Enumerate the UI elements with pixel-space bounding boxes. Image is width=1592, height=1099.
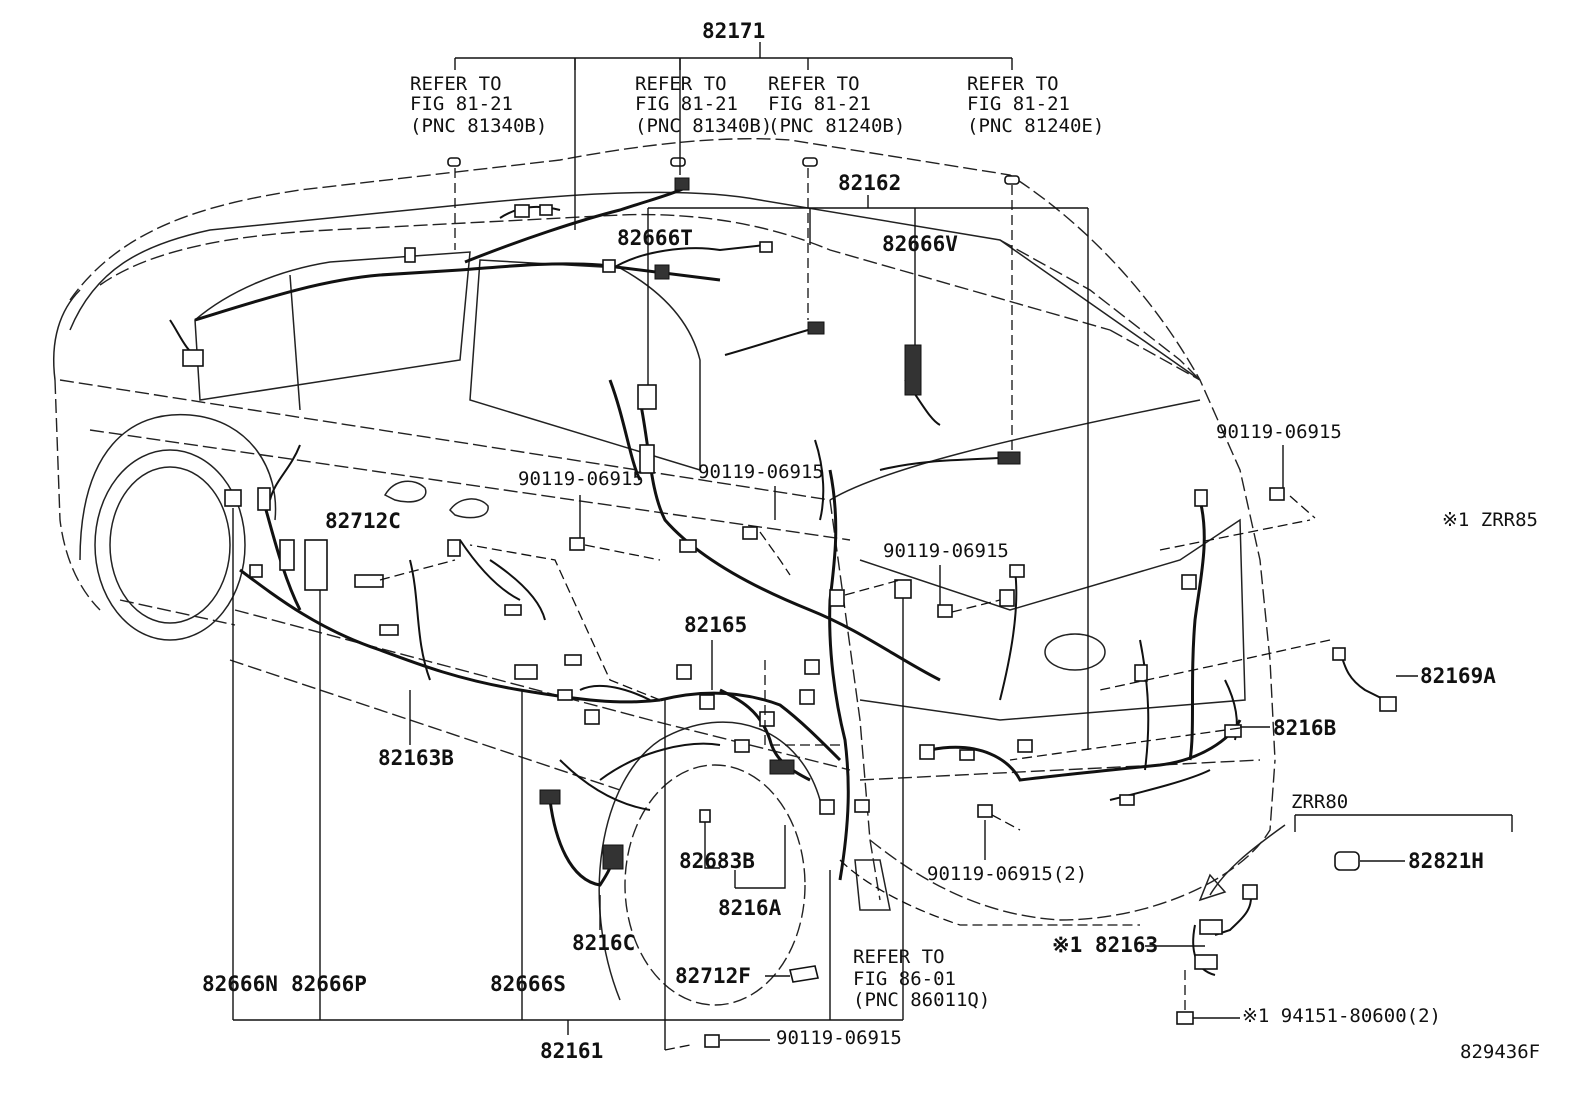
ref-note-5: REFER TO FIG 86-01 (PNC 86011Q) <box>853 946 990 1011</box>
svg-text:FIG 86-01: FIG 86-01 <box>853 968 956 990</box>
part-label-82712F: 82712F <box>675 964 751 988</box>
part-label-82683B: 82683B <box>679 849 755 873</box>
ref-note-1: REFER TO FIG 81-21 (PNC 81340B) <box>410 73 547 137</box>
part-label-8216C: 8216C <box>572 931 635 955</box>
part-label-82163: ※1 82163 <box>1052 933 1158 957</box>
svg-text:REFER TO: REFER TO <box>410 73 502 95</box>
svg-text:(PNC 81240E): (PNC 81240E) <box>967 115 1104 137</box>
bolt-label-b: 90119-06915 <box>698 461 824 483</box>
part-label-82162: 82162 <box>838 171 901 195</box>
wire-harnesses <box>169 186 1386 976</box>
bolt-label-c: 90119-06915 <box>883 540 1009 562</box>
bolt-label-e: 90119-06915(2) <box>927 863 1087 885</box>
part-label-82666V: 82666V <box>882 232 958 256</box>
svg-text:FIG 81-21: FIG 81-21 <box>410 93 513 115</box>
svg-text:(PNC 86011Q): (PNC 86011Q) <box>853 989 990 1011</box>
svg-text:(PNC 81340B): (PNC 81340B) <box>635 115 772 137</box>
part-labels: 82171 REFER TO FIG 81-21 (PNC 81340B) RE… <box>202 19 1540 1063</box>
svg-text:REFER TO: REFER TO <box>768 73 860 95</box>
svg-text:(PNC 81240B): (PNC 81240B) <box>768 115 905 137</box>
svg-text:FIG 81-21: FIG 81-21 <box>635 93 738 115</box>
part-label-82821H: 82821H <box>1408 849 1484 873</box>
ref-note-2: REFER TO FIG 81-21 (PNC 81340B) <box>635 73 772 137</box>
part-label-82666P: 82666P <box>291 972 367 996</box>
callout-lines <box>232 42 1513 1051</box>
ref-note-4: REFER TO FIG 81-21 (PNC 81240E) <box>967 73 1104 137</box>
part-label-82165: 82165 <box>684 613 747 637</box>
bolt-label-f: 90119-06915 <box>776 1027 902 1049</box>
svg-text:REFER TO: REFER TO <box>853 946 945 968</box>
part-label-82666S: 82666S <box>490 972 566 996</box>
part-label-8216A: 8216A <box>718 896 782 920</box>
part-label-82161: 82161 <box>540 1039 603 1063</box>
svg-text:REFER TO: REFER TO <box>635 73 727 95</box>
figure-code: 829436F <box>1460 1041 1540 1063</box>
part-label-82169A: 82169A <box>1420 664 1496 688</box>
svg-text:FIG 81-21: FIG 81-21 <box>967 93 1070 115</box>
vehicle-body-outline <box>52 138 1276 1006</box>
part-label-82171: 82171 <box>702 19 765 43</box>
variant-label-zrr80: ZRR80 <box>1291 791 1348 813</box>
svg-text:(PNC 81340B): (PNC 81340B) <box>410 115 547 137</box>
svg-text:REFER TO: REFER TO <box>967 73 1059 95</box>
part-label-82666N: 82666N <box>202 972 278 996</box>
svg-text:FIG 81-21: FIG 81-21 <box>768 93 871 115</box>
bolt-label-a: 90119-06915 <box>518 468 644 490</box>
part-label-8216B: 8216B <box>1273 716 1336 740</box>
part-label-82666T: 82666T <box>617 226 693 250</box>
part-label-94151: ※1 94151-80600(2) <box>1242 1005 1441 1027</box>
part-label-82712C: 82712C <box>325 509 401 533</box>
bolt-label-d: 90119-06915 <box>1216 421 1342 443</box>
variant-note-zrr85: ※1 ZRR85 <box>1442 509 1538 531</box>
part-label-82163B: 82163B <box>378 746 454 770</box>
connectors <box>182 157 1397 1048</box>
ref-note-3: REFER TO FIG 81-21 (PNC 81240B) <box>768 73 905 137</box>
